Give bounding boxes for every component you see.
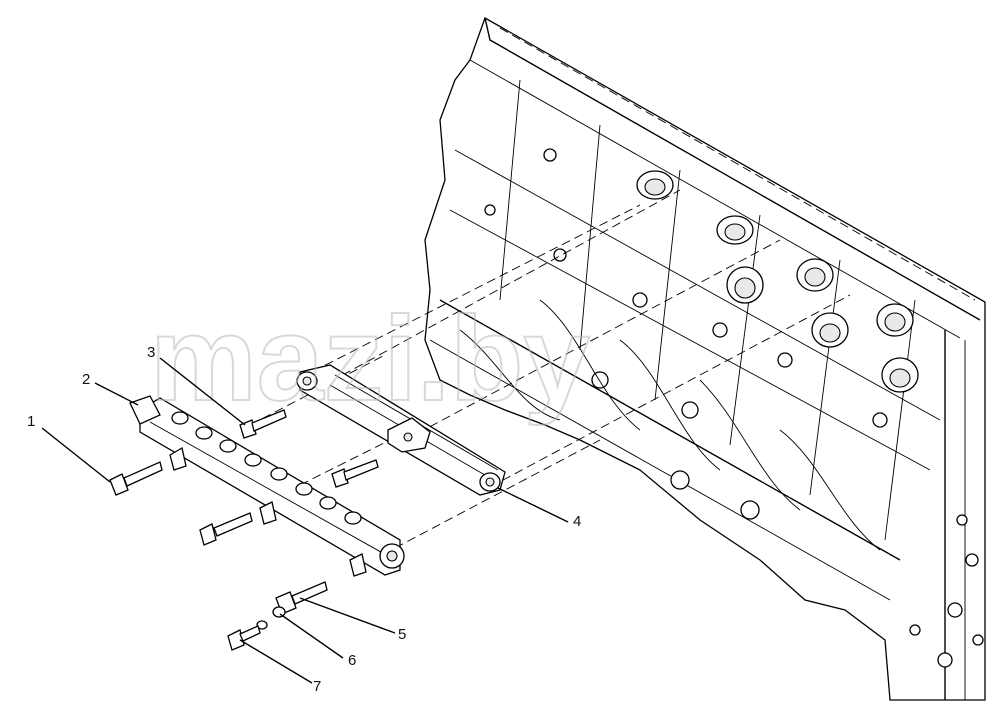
washer-6 bbox=[256, 606, 286, 630]
callout-4: 4 bbox=[573, 513, 581, 530]
screw-lower bbox=[199, 512, 253, 546]
rail-bracket bbox=[296, 364, 506, 496]
callout-3: 3 bbox=[147, 344, 155, 361]
leader-lines bbox=[41, 357, 569, 684]
screw-1 bbox=[109, 461, 163, 496]
fuel-rail bbox=[129, 395, 405, 577]
callout-1: 1 bbox=[27, 413, 35, 430]
callout-5: 5 bbox=[398, 626, 406, 643]
screw-center bbox=[331, 459, 379, 488]
callout-6: 6 bbox=[348, 652, 356, 669]
callout-2: 2 bbox=[82, 371, 90, 388]
engine-block bbox=[424, 17, 986, 701]
watermark-text: mazi.by bbox=[150, 292, 590, 426]
callout-7: 7 bbox=[313, 678, 321, 695]
rail-outlets bbox=[171, 411, 362, 525]
callouts: 1 2 3 4 5 6 7 bbox=[27, 344, 581, 695]
screw-7 bbox=[227, 625, 261, 651]
